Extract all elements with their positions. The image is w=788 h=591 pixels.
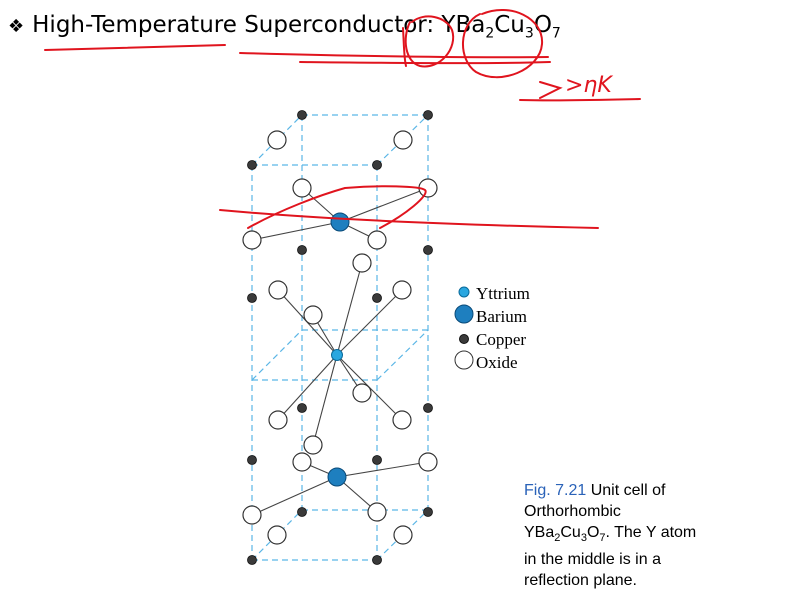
underline-1: [44, 44, 226, 51]
unit-cell-edges: [251, 114, 429, 561]
barium-atom: [327, 467, 347, 487]
copper-atoms: [247, 110, 433, 565]
copper-atom: [423, 245, 433, 255]
circle-o7: [462, 9, 544, 79]
oxide-atom: [392, 280, 412, 300]
oxide-atom: [393, 525, 413, 545]
copper-atom: [372, 160, 382, 170]
oxide-atom: [292, 452, 312, 472]
oxide-atom: [393, 130, 413, 150]
copper-atom: [247, 160, 257, 170]
oxide-atom: [418, 452, 438, 472]
underline-3: [299, 61, 551, 65]
copper-atom: [297, 507, 307, 517]
slide-title: ❖ High-Temperature Superconductor: YBa2Cu…: [8, 12, 561, 42]
oxide-atom: [352, 253, 372, 273]
oxide-atom: [367, 230, 387, 250]
oxide-atom: [303, 435, 323, 455]
oxide-atom: [267, 525, 287, 545]
horizontal-line: [219, 209, 599, 229]
oxide-atom: [352, 383, 372, 403]
oxide-atom: [267, 130, 287, 150]
oxide-atom: [268, 280, 288, 300]
plane-sketch: [247, 185, 427, 229]
legend-item-yttrium: Yttrium: [452, 282, 530, 305]
yttrium-atom: [331, 349, 343, 361]
oxide-atom: [367, 502, 387, 522]
oxide-atom: [268, 410, 288, 430]
figure-label: Fig. 7.21: [524, 482, 587, 499]
oxide-atom: [242, 230, 262, 250]
copper-atom: [423, 110, 433, 120]
oxide-atoms: [242, 130, 438, 545]
arrow-mark: [539, 81, 563, 99]
legend-item-barium: Barium: [452, 304, 530, 328]
oxide-atom: [392, 410, 412, 430]
oxide-atom: [292, 178, 312, 198]
copper-atom: [297, 110, 307, 120]
diamond-bullet-icon: ❖: [8, 16, 25, 37]
underline-2: [239, 52, 549, 59]
legend: Yttrium Barium Copper Oxide: [452, 282, 530, 374]
legend-item-oxide: Oxide: [452, 350, 530, 374]
copper-atom: [297, 245, 307, 255]
copper-atom: [247, 455, 257, 465]
oxide-atom: [303, 305, 323, 325]
title-text: High-Temperature Superconductor:: [32, 12, 442, 38]
title-formula: YBa2Cu3O7: [441, 12, 561, 42]
copper-atom: [423, 403, 433, 413]
oxide-atom: [242, 505, 262, 525]
copper-atom: [423, 507, 433, 517]
copper-atom: [372, 455, 382, 465]
copper-atom: [247, 555, 257, 565]
slash-mark: [402, 27, 407, 67]
legend-item-copper: Copper: [452, 328, 530, 351]
underline-4: [519, 98, 641, 102]
barium-atom: [330, 212, 350, 232]
handwritten-label: >ηK: [565, 73, 613, 98]
figure-caption: Fig. 7.21 Unit cell of Orthorhombic YBa2…: [524, 482, 697, 590]
copper-atom: [372, 293, 382, 303]
copper-atom: [247, 293, 257, 303]
copper-atom: [372, 555, 382, 565]
circle-ba2: [404, 15, 455, 68]
handwritten-annotations: [44, 9, 641, 229]
copper-atom: [297, 403, 307, 413]
